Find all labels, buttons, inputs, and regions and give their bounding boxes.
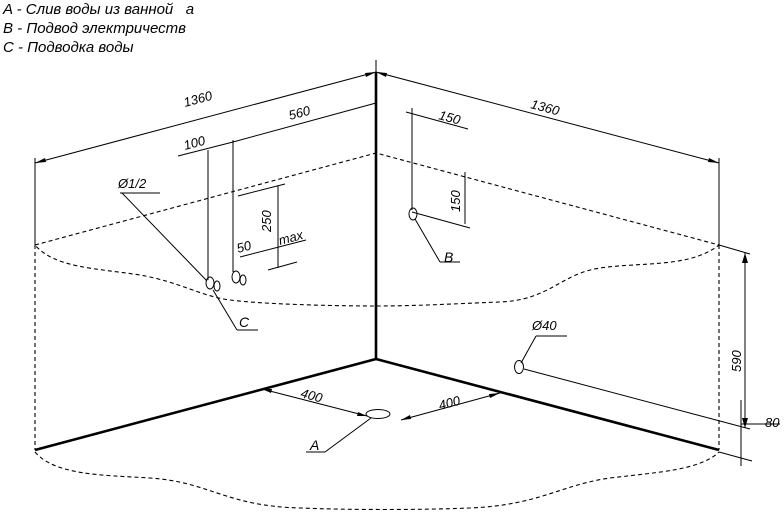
dim-560: 560: [287, 103, 313, 123]
dim-line-150: [405, 111, 469, 130]
water-inlet-1: [205, 276, 215, 290]
dim-590: 590: [729, 350, 744, 372]
leader-line-c: [212, 289, 238, 331]
arrowhead: [262, 389, 272, 393]
arrowhead: [365, 72, 376, 77]
ext-line: [237, 183, 286, 197]
dim-50: 50: [235, 237, 254, 255]
dim-1360-right: 1360: [529, 96, 562, 118]
arrowhead: [742, 253, 748, 263]
dim-line-50: [239, 239, 307, 258]
arrowhead: [357, 412, 367, 416]
floor-wall-right: [375, 357, 720, 452]
dim-150-top: 150: [437, 107, 463, 127]
dim-250: 250: [259, 210, 274, 233]
arrowhead: [489, 393, 500, 398]
dim-line-400-left: [261, 388, 368, 417]
legend-item-b: B - Подвод электричеств: [3, 20, 187, 37]
dim-80: 80: [765, 415, 780, 430]
dim-drain-dia: Ø40: [531, 318, 557, 333]
water-inlet-2: [231, 270, 241, 284]
dim-line-1360-left: [34, 71, 377, 164]
tub-bottom-outline: [34, 451, 720, 511]
leader-line-b: [414, 218, 441, 263]
dim-line-400-right: [400, 392, 501, 421]
dim-line-1360-right: [375, 71, 720, 164]
overflow-hole: [514, 360, 524, 374]
arrowhead: [742, 418, 748, 428]
floor-wall-left: [34, 357, 377, 452]
leader-line: [121, 192, 208, 282]
ext-line: [718, 244, 751, 255]
drain-hole: [365, 409, 391, 419]
water-inlet-1b: [213, 280, 221, 292]
dim-400-left: 400: [299, 385, 325, 405]
ext-line: [718, 451, 753, 462]
arrowhead: [708, 158, 719, 163]
tub-rim-outline: [34, 152, 721, 307]
dim-150-vert: 150: [448, 190, 463, 212]
arrowhead: [35, 158, 46, 163]
ext-line: [411, 211, 471, 229]
ext-line: [267, 261, 298, 271]
water-inlet-2b: [239, 274, 247, 286]
electric-inlet: [408, 207, 418, 221]
callout-c: C: [239, 314, 250, 330]
callout-a: A: [309, 437, 319, 453]
legend: A - Слив воды из ванной а B - Подвод эле…: [3, 0, 194, 57]
dim-line-560: [232, 102, 377, 143]
dim-thread: Ø1/2: [117, 176, 147, 191]
dim-max: max: [277, 227, 305, 248]
arrowhead: [401, 415, 411, 420]
dim-100: 100: [182, 133, 208, 153]
leader-line-a: [324, 417, 372, 453]
dim-line-100: [177, 141, 234, 157]
callout-b: B: [444, 249, 453, 265]
legend-item-a: A - Слив воды из ванной а: [3, 1, 195, 18]
dim-1360-left: 1360: [182, 88, 215, 110]
dim-400-right: 400: [437, 393, 463, 413]
legend-item-c: C - Подводка воды: [3, 39, 134, 56]
arrowhead: [376, 72, 387, 77]
ext-line-590-bottom: [523, 368, 751, 430]
leader-line: [520, 335, 537, 364]
